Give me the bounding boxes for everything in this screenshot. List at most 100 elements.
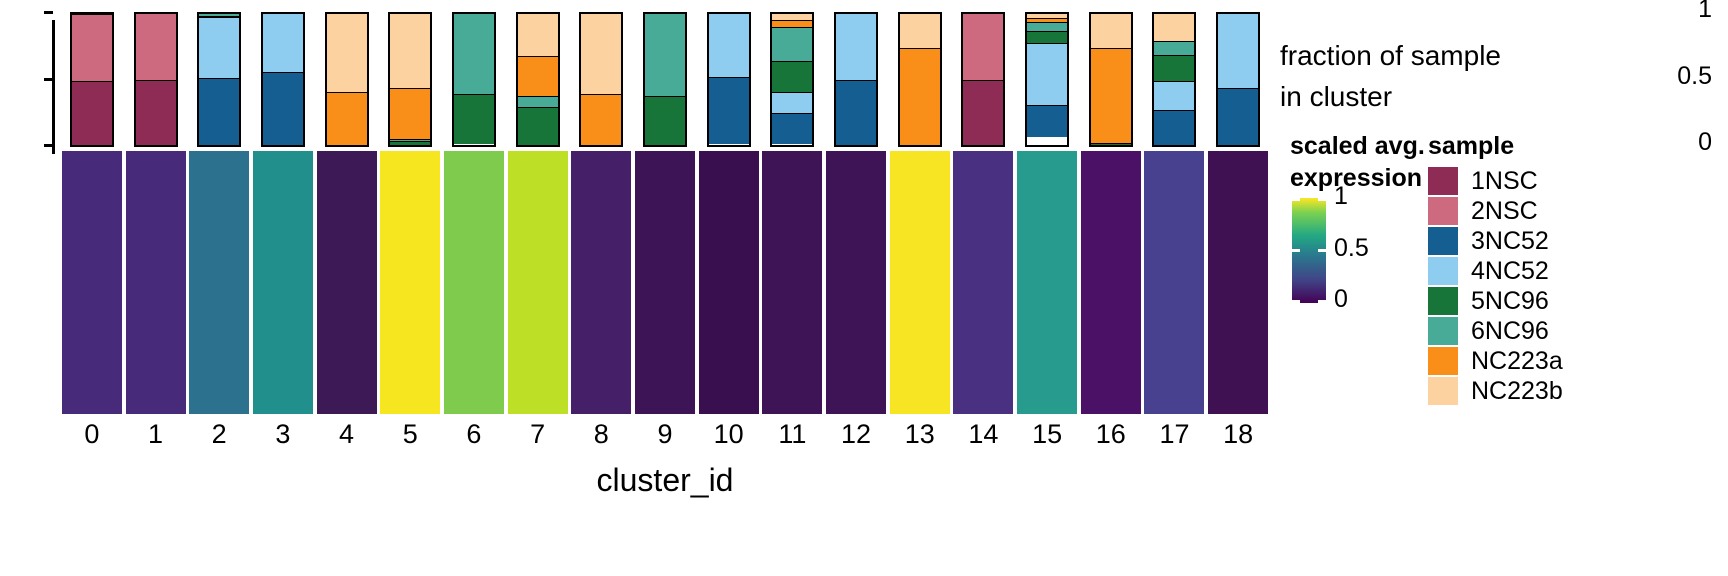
legend-item[interactable]: 5NC96 [1428,286,1728,316]
bar-segment[interactable] [772,62,813,93]
bar-segment[interactable] [836,80,877,145]
bar-segment[interactable] [772,14,813,21]
bar-segment[interactable] [517,57,558,97]
bar-segment[interactable] [1027,23,1068,33]
bar-segment[interactable] [199,16,240,18]
bar-segment[interactable] [1027,19,1068,24]
bar-segment[interactable] [262,72,303,145]
stacked-bar[interactable] [770,12,815,147]
stacked-bar[interactable] [961,12,1006,147]
bar-segment[interactable] [836,14,877,81]
heatmap-cell[interactable] [953,151,1014,414]
heatmap-cell[interactable] [698,151,759,414]
bar-segment[interactable] [772,28,813,63]
bar-column[interactable] [133,12,178,147]
bar-segment[interactable] [199,14,240,17]
bar-segment[interactable] [772,92,813,114]
bar-column[interactable] [1025,12,1070,147]
heatmap-cell[interactable] [252,151,313,414]
bar-column[interactable] [388,12,433,147]
bar-segment[interactable] [772,113,813,144]
stacked-bar[interactable] [1088,12,1133,147]
bar-segment[interactable] [326,14,367,93]
bar-segment[interactable] [517,14,558,58]
bar-segment[interactable] [71,15,112,83]
bar-segment[interactable] [517,108,558,145]
bar-segment[interactable] [1154,41,1195,56]
heatmap-cell[interactable] [189,151,250,414]
stacked-bar[interactable] [260,12,305,147]
legend-item[interactable]: 4NC52 [1428,256,1728,286]
bar-column[interactable] [451,12,496,147]
heatmap-cell[interactable] [889,151,950,414]
stacked-bar[interactable] [515,12,560,147]
bar-segment[interactable] [390,142,431,145]
bar-segment[interactable] [1218,88,1259,145]
legend-item[interactable]: 2NSC [1428,196,1728,226]
stacked-bar[interactable] [643,12,687,147]
stacked-bar[interactable] [1152,12,1197,147]
bar-segment[interactable] [1154,14,1195,42]
bar-segment[interactable] [262,14,303,73]
heatmap-cell[interactable] [1017,151,1078,414]
bar-column[interactable] [1088,12,1133,147]
bar-column[interactable] [834,12,879,147]
bar-segment[interactable] [708,78,749,144]
stacked-bar[interactable] [897,12,942,147]
heatmap-cell[interactable] [635,151,695,414]
bar-segment[interactable] [135,14,176,81]
bar-segment[interactable] [1090,49,1131,144]
stacked-bar[interactable] [1216,12,1261,147]
bar-segment[interactable] [199,17,240,80]
bar-column[interactable] [260,12,305,147]
stacked-bar[interactable] [1025,12,1070,147]
bar-column[interactable] [897,12,942,147]
stacked-bar[interactable] [579,12,624,147]
heatmap-cell[interactable] [380,151,441,414]
bar-segment[interactable] [517,96,558,109]
heatmap-cell[interactable] [125,151,186,414]
stacked-bar[interactable] [451,12,496,147]
bar-segment[interactable] [899,49,940,145]
bar-column[interactable] [1152,12,1197,147]
heatmap-cell[interactable] [571,151,632,414]
stacked-bar[interactable] [197,12,242,147]
bar-segment[interactable] [453,14,494,96]
bar-segment[interactable] [1090,143,1131,145]
bar-segment[interactable] [199,79,240,145]
bar-segment[interactable] [1154,82,1195,111]
bar-segment[interactable] [1027,14,1068,20]
bar-segment[interactable] [645,14,685,97]
bar-segment[interactable] [1218,14,1259,89]
legend-item[interactable]: NC223a [1428,346,1728,376]
bar-column[interactable] [961,12,1006,147]
bar-column[interactable] [770,12,815,147]
stacked-bar[interactable] [834,12,879,147]
bar-segment[interactable] [899,14,940,50]
stacked-bar[interactable] [706,12,751,147]
heatmap-cell[interactable] [61,151,122,414]
bar-segment[interactable] [645,96,685,145]
bar-segment[interactable] [390,139,431,143]
stacked-bar[interactable] [388,12,433,147]
bar-segment[interactable] [581,95,622,145]
legend-item[interactable]: 3NC52 [1428,226,1728,256]
bar-segment[interactable] [963,14,1004,81]
stacked-bar[interactable] [133,12,178,147]
heatmap-cell[interactable] [1208,151,1269,414]
bar-segment[interactable] [1027,105,1068,138]
heatmap-cell[interactable] [1080,151,1141,414]
bar-segment[interactable] [135,80,176,145]
bar-column[interactable] [643,12,687,147]
bar-segment[interactable] [581,14,622,96]
bar-segment[interactable] [963,80,1004,145]
legend-item[interactable]: 6NC96 [1428,316,1728,346]
bar-segment[interactable] [326,92,367,145]
bar-segment[interactable] [453,95,494,144]
bar-segment[interactable] [772,20,813,29]
bar-segment[interactable] [390,14,431,89]
bar-column[interactable] [515,12,560,147]
heatmap-cell[interactable] [507,151,568,414]
bar-segment[interactable] [71,14,112,16]
bar-segment[interactable] [71,82,112,145]
